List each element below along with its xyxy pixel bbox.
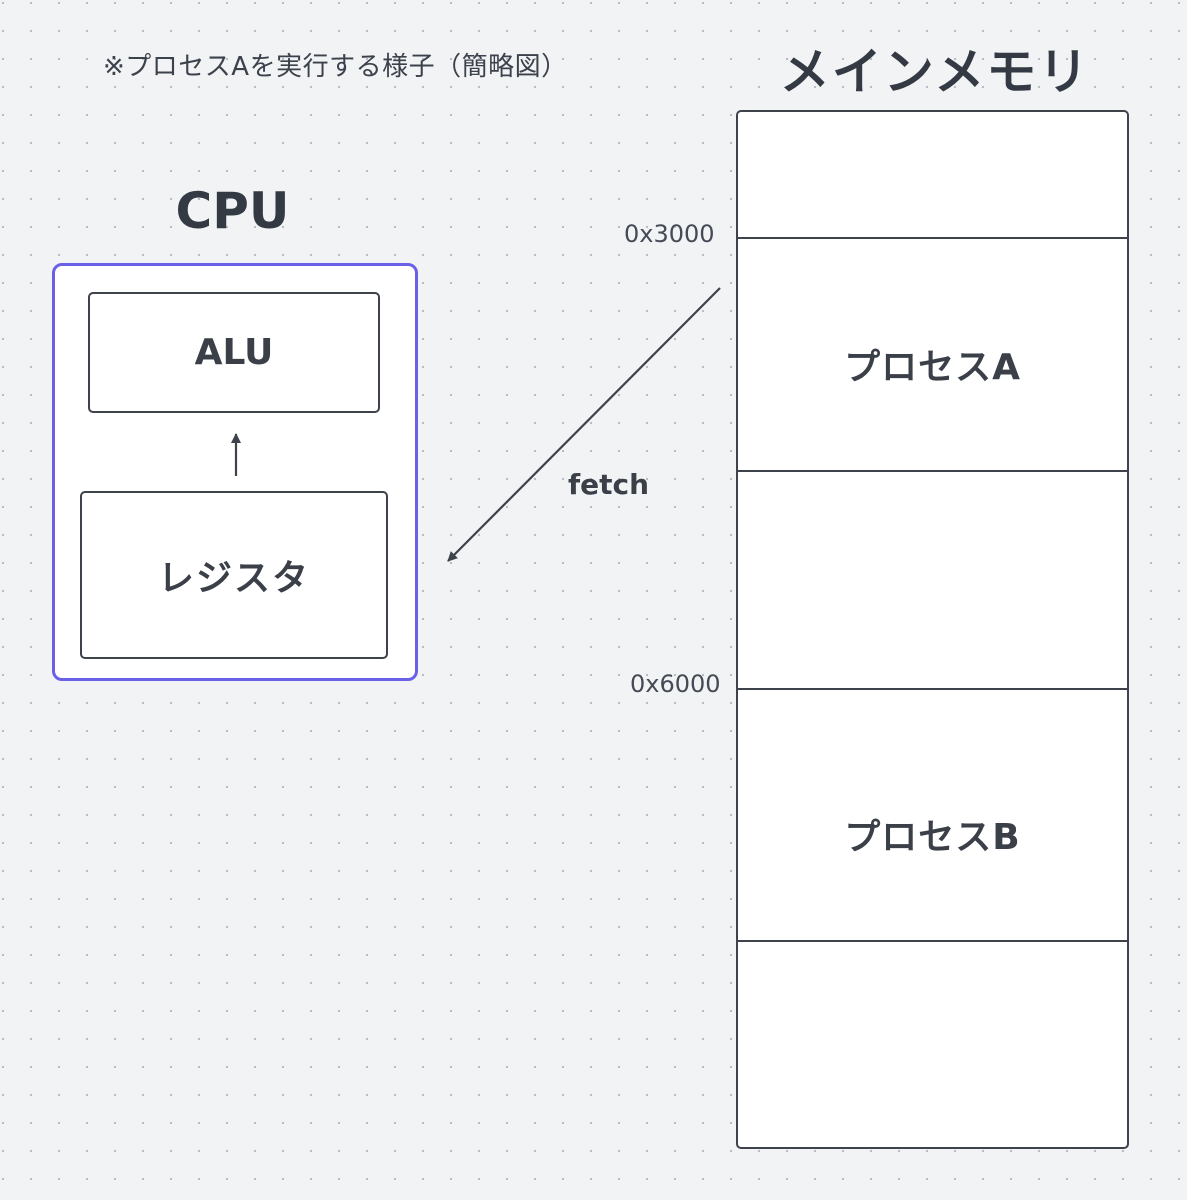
memory-divider (736, 688, 1129, 690)
memory-divider (736, 470, 1129, 472)
cpu-title: CPU (175, 182, 290, 240)
register-label: レジスタ (157, 558, 310, 599)
address-label-0x6000: 0x6000 (630, 670, 721, 698)
fetch-arrow (447, 287, 721, 562)
diagram-note: ※プロセスAを実行する様子（簡略図） (103, 52, 568, 82)
memory-divider (736, 940, 1129, 942)
main-memory-box (736, 110, 1129, 1149)
memory-divider (736, 237, 1129, 239)
memory-segment-process-b: プロセスB (844, 817, 1021, 858)
alu-label: ALU (194, 332, 274, 373)
register-box: レジスタ (80, 491, 388, 659)
main-memory-title: メインメモリ (779, 43, 1091, 101)
alu-box: ALU (88, 292, 380, 413)
fetch-label: fetch (568, 468, 650, 501)
memory-segment-process-a: プロセスA (844, 347, 1021, 388)
address-label-0x3000: 0x3000 (624, 220, 715, 248)
